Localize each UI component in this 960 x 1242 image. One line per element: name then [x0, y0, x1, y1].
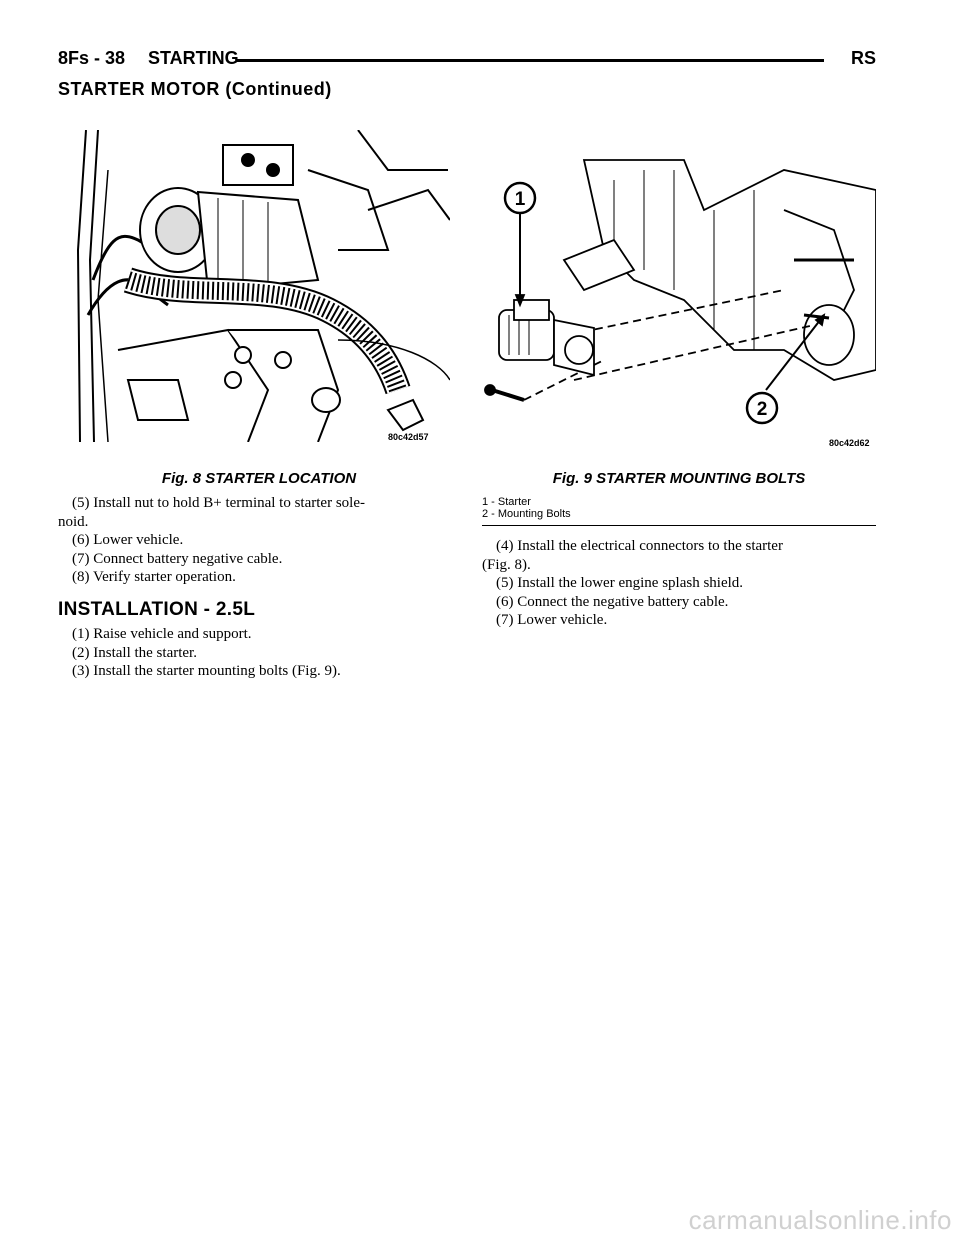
callout-2: 2: [745, 391, 779, 425]
step-text: (3) Install the starter mounting bolts (…: [72, 663, 341, 679]
starter-mounting-bolts-drawing: 1 2: [484, 159, 876, 425]
legend-item: 2 - Mounting Bolts: [482, 508, 571, 520]
model-code: RS: [850, 48, 876, 68]
figure-9-caption: Fig. 9 STARTER MOUNTING BOLTS: [552, 470, 806, 487]
callout-2-label: 2: [757, 399, 768, 420]
page-number: 8Fs - 38: [58, 48, 126, 68]
watermark: carmanualsonline.info: [688, 1205, 952, 1235]
figure-8-illustration: 80c42d57: [68, 130, 450, 442]
figure-9-legend: 1 - Starter 2 - Mounting Bolts: [482, 496, 876, 520]
step-text: (7) Connect battery negative cable.: [72, 550, 283, 567]
step-text: (Fig. 8).: [482, 556, 531, 573]
right-column: (4) Install the electrical connectors to…: [482, 537, 876, 630]
step-text: (4) Install the electrical connectors to…: [496, 538, 783, 554]
header-rule: [236, 59, 824, 62]
continued-title: STARTER MOTOR (Continued): [58, 79, 332, 99]
step-text: (2) Install the starter.: [72, 644, 197, 661]
callout-1: 1: [503, 181, 537, 215]
section-title: STARTING: [148, 48, 239, 68]
legend-rule: [482, 525, 876, 526]
figure-8-code: 80c42d57: [388, 432, 429, 442]
step-text: (6) Connect the negative battery cable.: [496, 593, 729, 610]
step-text: (1) Raise vehicle and support.: [72, 626, 252, 642]
starter-location-drawing: [76, 130, 450, 442]
page-header: 8Fs - 38 STARTING RS: [58, 44, 876, 74]
step-text: noid.: [58, 513, 89, 530]
left-column: (5) Install nut to hold B+ terminal to s…: [58, 494, 450, 681]
legend-item: 1 - Starter: [482, 496, 531, 508]
figure-9-code: 80c42d62: [829, 438, 870, 448]
installation-heading: INSTALLATION - 2.5L: [58, 598, 256, 620]
step-text: (7) Lower vehicle.: [496, 612, 608, 628]
figure-9-illustration: 1 2 80c42d62: [484, 150, 876, 450]
step-text: (5) Install nut to hold B+ terminal to s…: [72, 495, 365, 511]
step-text: (6) Lower vehicle.: [72, 532, 184, 548]
step-text: (5) Install the lower engine splash shie…: [496, 575, 744, 591]
step-text: (8) Verify starter operation.: [72, 569, 236, 585]
figure-8-caption: Fig. 8 STARTER LOCATION: [161, 470, 357, 487]
callout-1-label: 1: [515, 189, 526, 210]
